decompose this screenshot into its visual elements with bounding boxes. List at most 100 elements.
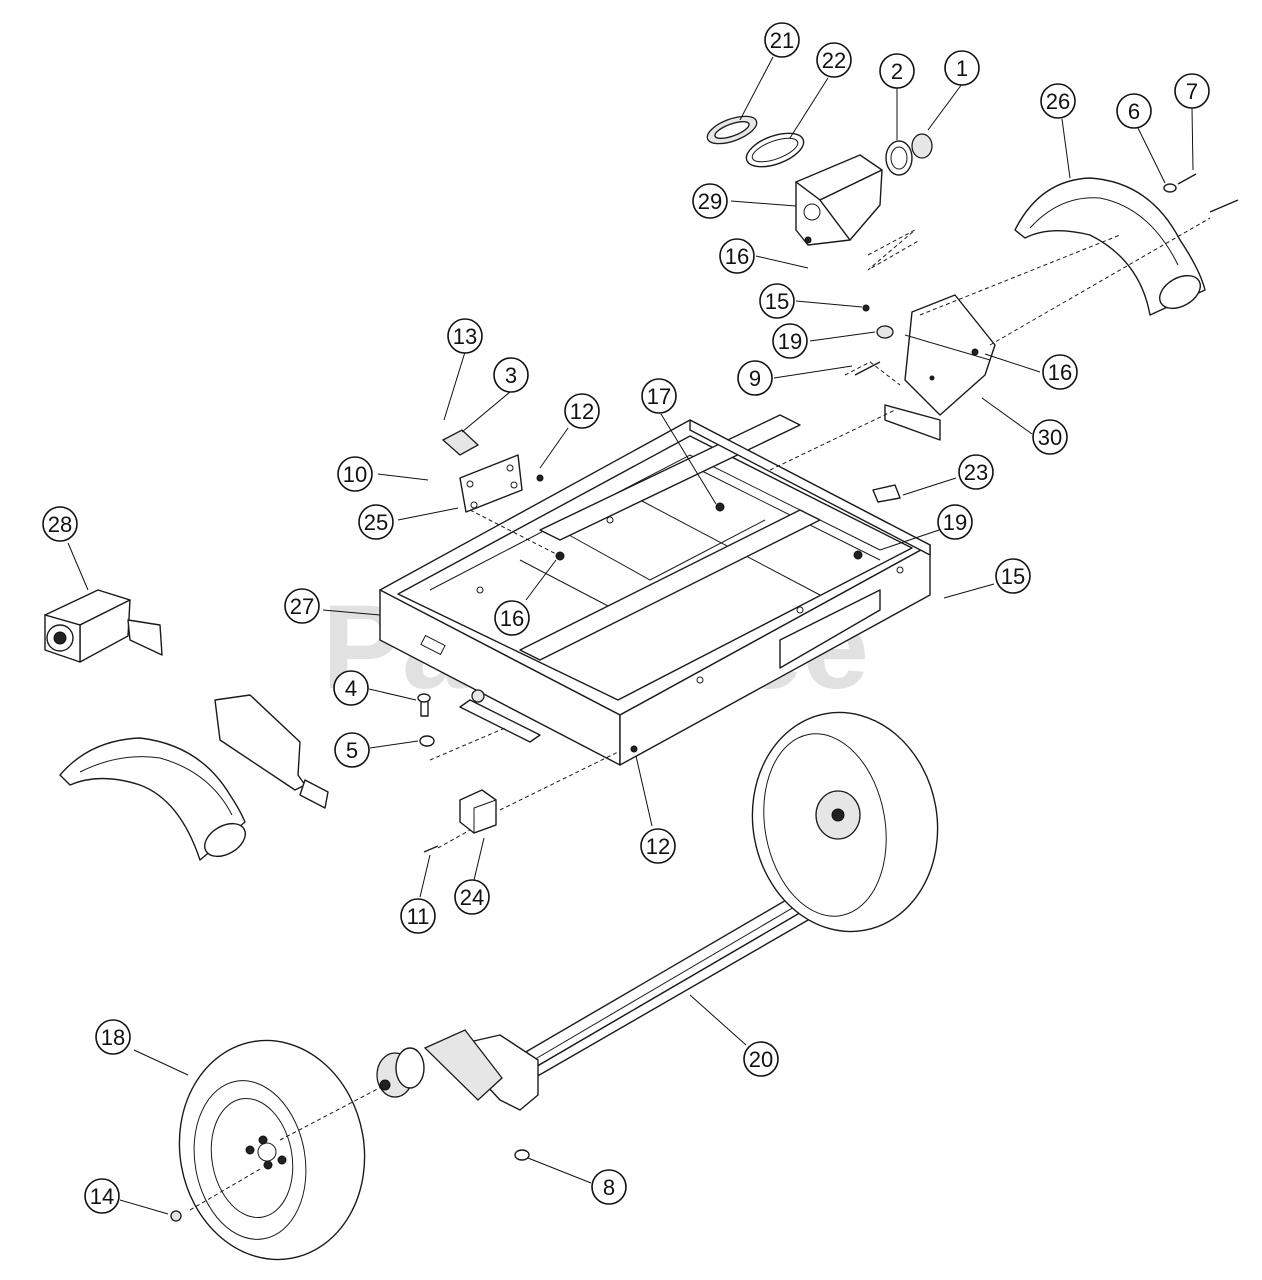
callout-13[interactable]: 13: [447, 318, 483, 354]
svg-text:12: 12: [570, 399, 594, 424]
callout-6[interactable]: 6: [1116, 93, 1152, 129]
callout-18[interactable]: 18: [95, 1019, 131, 1055]
callout-7[interactable]: 7: [1174, 73, 1210, 109]
dashed-guide-26a: [919, 234, 1121, 316]
callout-8[interactable]: 8: [591, 1169, 627, 1205]
part-hub-left[interactable]: [376, 1047, 425, 1098]
part-washer-15-top[interactable]: [862, 304, 870, 312]
svg-text:28: 28: [48, 512, 72, 537]
callout-15-right[interactable]: 15: [995, 558, 1031, 594]
svg-text:19: 19: [943, 510, 967, 535]
callout-10[interactable]: 10: [337, 456, 373, 492]
callout-14[interactable]: 14: [84, 1178, 120, 1214]
callout-15-top[interactable]: 15: [759, 283, 795, 319]
callout-29[interactable]: 29: [692, 183, 728, 219]
callout-23[interactable]: 23: [958, 454, 994, 490]
part-washer-5[interactable]: [419, 735, 435, 747]
part-fender-bracket-left[interactable]: [214, 694, 329, 809]
svg-text:15: 15: [765, 289, 789, 314]
part-cap-1[interactable]: [911, 133, 933, 159]
callout-19-right[interactable]: 19: [937, 504, 973, 540]
callout-19-top[interactable]: 19: [772, 323, 808, 359]
svg-text:11: 11: [407, 904, 430, 929]
part-fender-bracket-30[interactable]: [884, 294, 996, 441]
callout-30[interactable]: 30: [1032, 419, 1068, 455]
callout-12-top[interactable]: 12: [564, 393, 600, 429]
dashed-guide-26b: [989, 217, 1211, 346]
part-jack-housing-28[interactable]: [44, 589, 163, 663]
svg-text:22: 22: [822, 48, 846, 73]
callout-1[interactable]: 1: [944, 50, 980, 86]
svg-text:19: 19: [778, 329, 802, 354]
callout-5[interactable]: 5: [334, 732, 370, 768]
svg-text:3: 3: [505, 363, 517, 388]
callout-3[interactable]: 3: [493, 357, 529, 393]
svg-text:12: 12: [646, 834, 670, 859]
svg-text:10: 10: [343, 462, 367, 487]
part-nut-8[interactable]: [514, 1149, 530, 1161]
leader-lines: [67, 56, 1194, 1215]
svg-text:15: 15: [1001, 564, 1025, 589]
svg-text:26: 26: [1046, 89, 1070, 114]
svg-text:5: 5: [346, 738, 358, 763]
part-plate-25[interactable]: [459, 454, 523, 513]
part-grommet-22[interactable]: [742, 127, 808, 174]
part-washer-6[interactable]: [1163, 183, 1177, 193]
part-ring-2[interactable]: [885, 140, 913, 176]
part-label-23[interactable]: [872, 484, 901, 503]
callout-27[interactable]: 27: [284, 588, 320, 624]
svg-text:8: 8: [603, 1175, 615, 1200]
callout-16-right[interactable]: 16: [1042, 354, 1078, 390]
dashed-guide-24: [437, 829, 471, 849]
callout-2[interactable]: 2: [879, 53, 915, 89]
callout-16-mid[interactable]: 16: [494, 600, 530, 636]
part-bolt-9[interactable]: [854, 361, 881, 376]
callout-20[interactable]: 20: [743, 1041, 779, 1077]
callout-12-bottom[interactable]: 12: [640, 828, 676, 864]
svg-text:16: 16: [500, 606, 524, 631]
part-screw-11[interactable]: [423, 845, 439, 853]
svg-text:14: 14: [90, 1184, 114, 1209]
part-jack-bracket[interactable]: [795, 154, 883, 246]
svg-text:24: 24: [460, 885, 484, 910]
dashed-guide-24b: [499, 751, 619, 811]
part-light-24[interactable]: [459, 789, 497, 834]
svg-text:21: 21: [770, 28, 794, 53]
part-wheel-left[interactable]: [162, 1026, 381, 1275]
callout-24[interactable]: 24: [454, 879, 490, 915]
svg-text:18: 18: [101, 1025, 125, 1050]
svg-text:29: 29: [698, 189, 722, 214]
svg-text:16: 16: [1048, 360, 1072, 385]
part-fender-right[interactable]: [1014, 177, 1206, 316]
svg-text:16: 16: [725, 244, 749, 269]
svg-text:1: 1: [956, 56, 968, 81]
part-grommet-21[interactable]: [704, 111, 760, 149]
dashed-guide-9: [844, 361, 901, 386]
part-fender-left[interactable]: [59, 737, 251, 863]
svg-text:27: 27: [290, 594, 314, 619]
svg-text:4: 4: [345, 676, 357, 701]
callout-25[interactable]: 25: [358, 504, 394, 540]
callout-11[interactable]: 11: [400, 898, 436, 934]
callout-9[interactable]: 9: [737, 360, 773, 396]
callout-16-top[interactable]: 16: [719, 238, 755, 274]
svg-text:2: 2: [891, 59, 903, 84]
part-frame[interactable]: [379, 414, 931, 766]
dashed-guide-30: [769, 409, 896, 471]
callout-4[interactable]: 4: [333, 670, 369, 706]
part-lugnut-14[interactable]: [170, 1210, 182, 1222]
part-bolt-4[interactable]: [417, 693, 431, 717]
callout-26[interactable]: 26: [1040, 83, 1076, 119]
dashed-guide-5: [429, 727, 506, 761]
callout-22[interactable]: 22: [816, 42, 852, 78]
callout-21[interactable]: 21: [764, 22, 800, 58]
part-nut-19-top[interactable]: [876, 325, 894, 339]
dashed-guide-25: [469, 509, 561, 557]
callout-17[interactable]: 17: [641, 378, 677, 414]
callout-28[interactable]: 28: [42, 506, 78, 542]
part-wheel-right[interactable]: [735, 698, 954, 947]
part-coupler-3[interactable]: [441, 429, 480, 456]
dashed-guide-29: [867, 229, 921, 271]
part-bolt-7[interactable]: [1177, 173, 1239, 213]
